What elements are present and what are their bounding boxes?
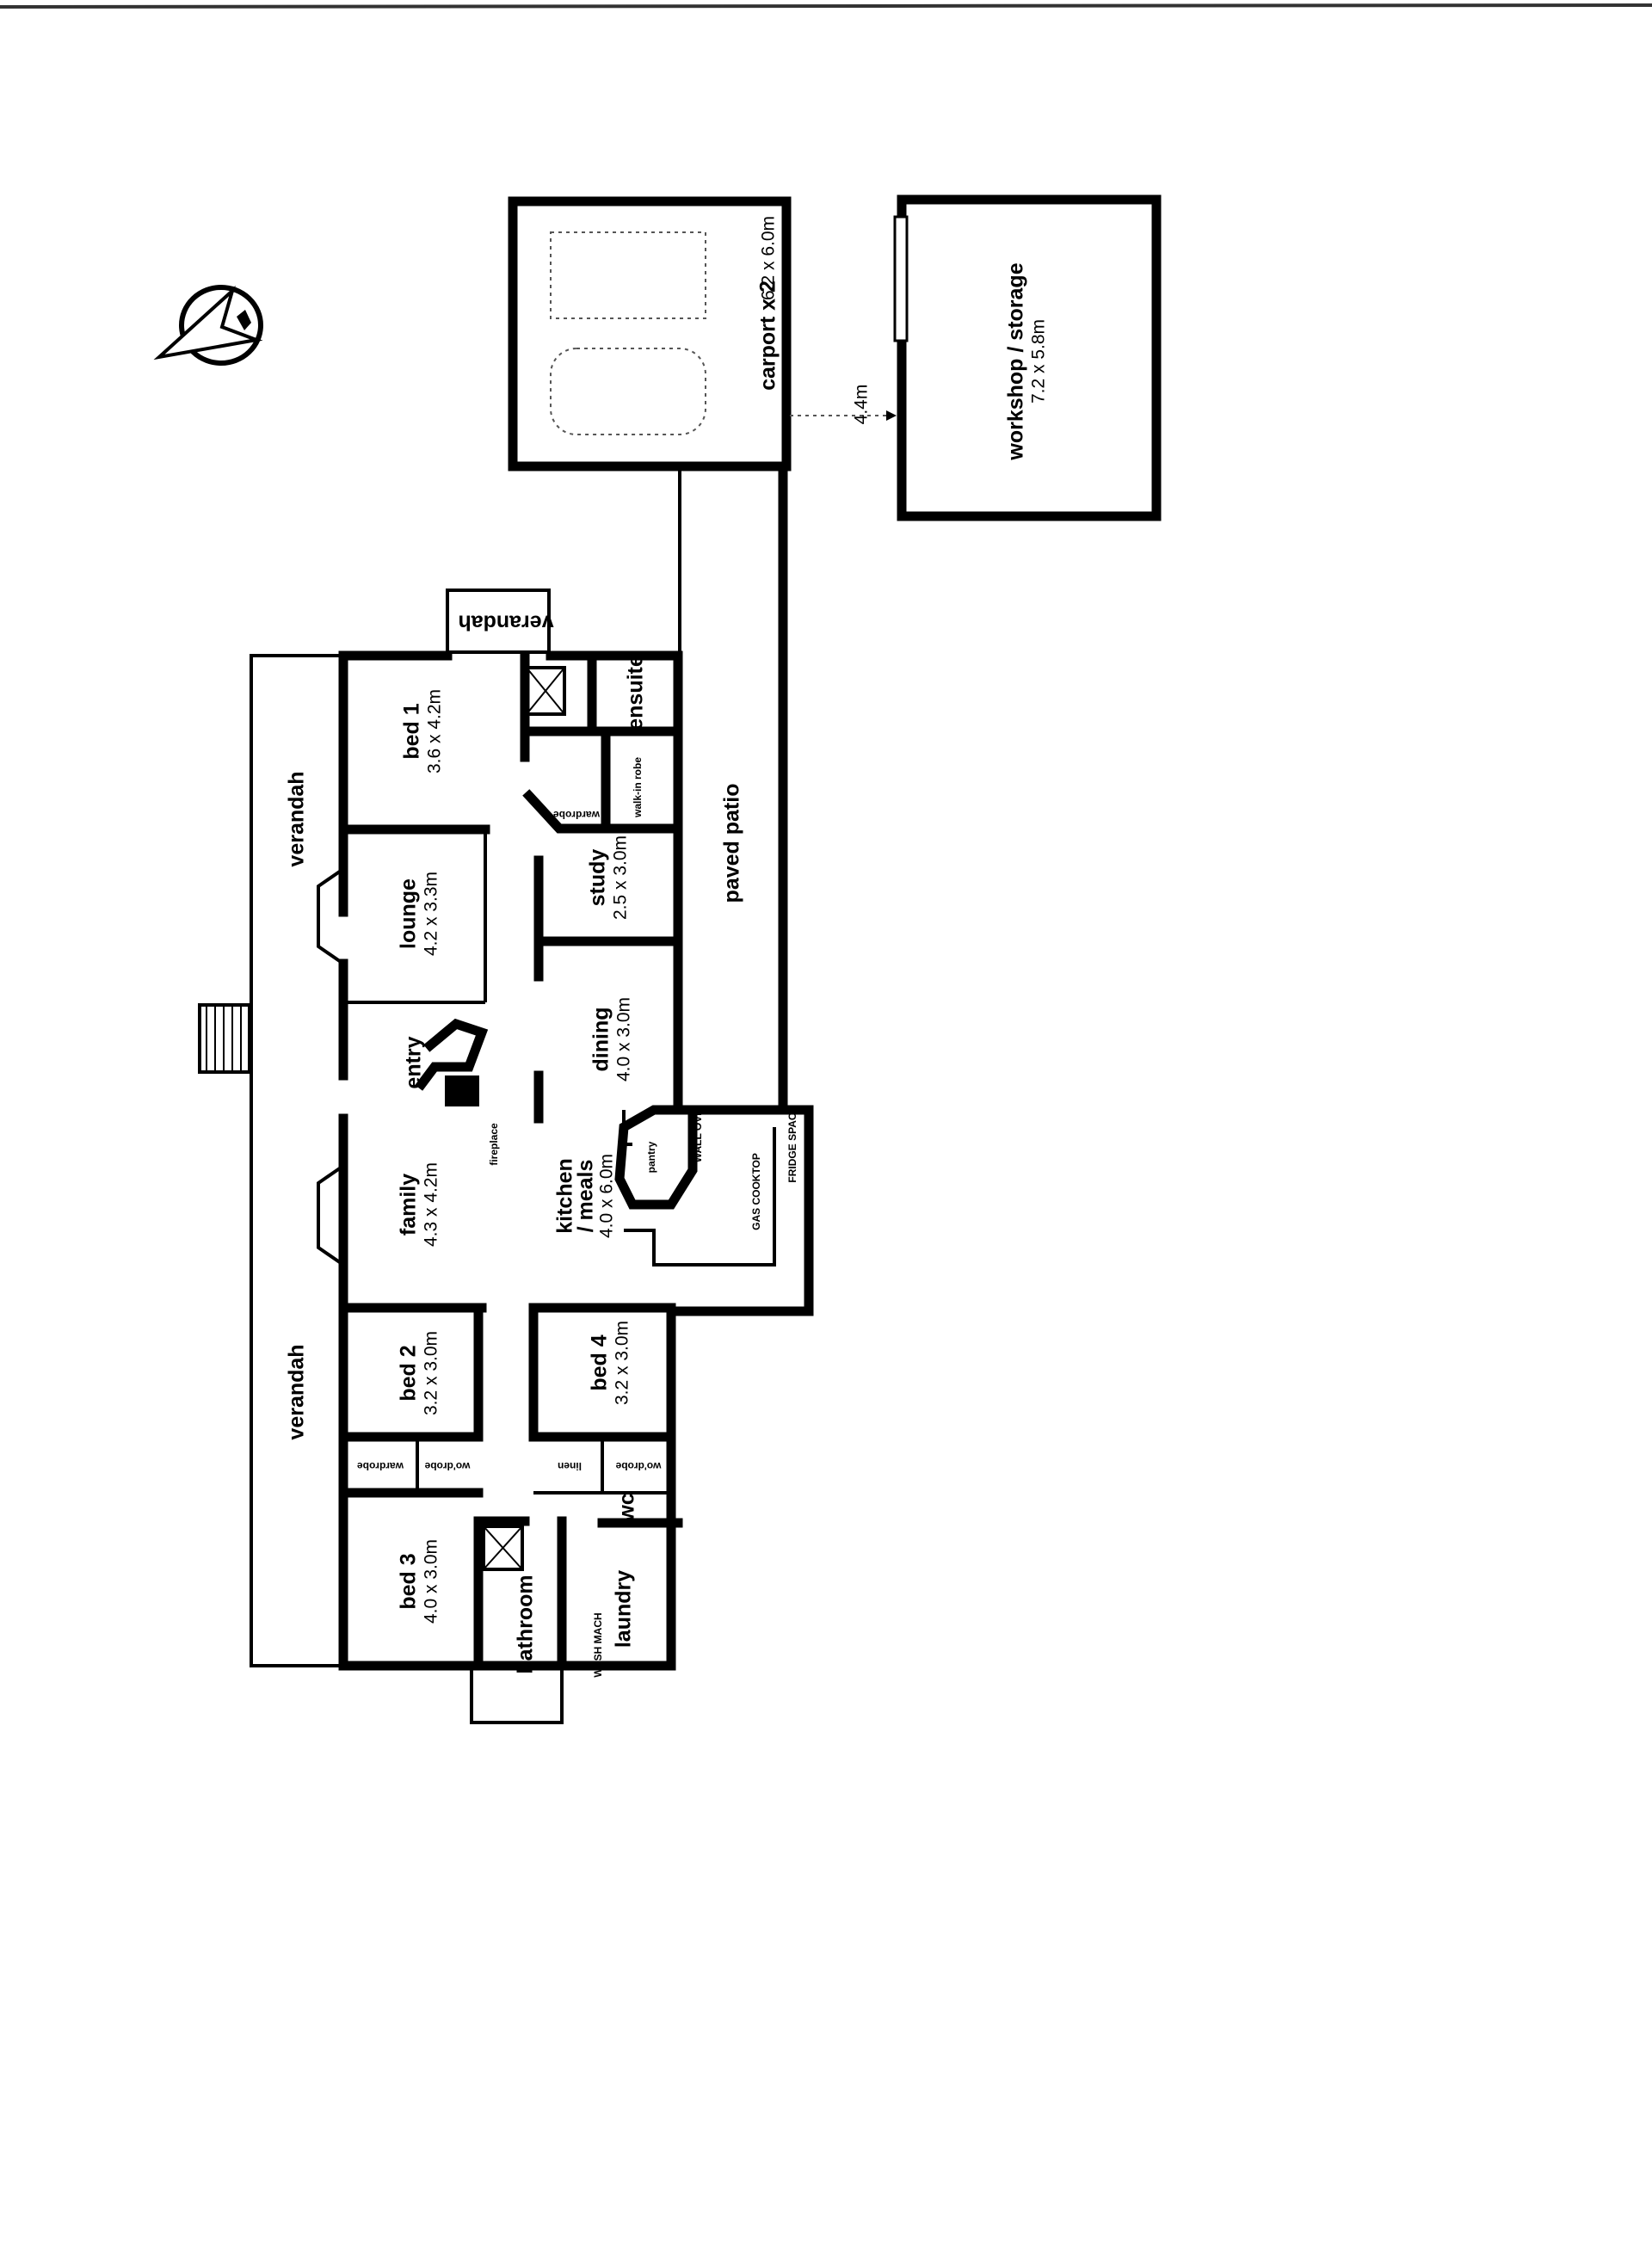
entry-label: entry <box>402 1036 426 1088</box>
lounge-label: lounge <box>397 878 421 949</box>
wall-oven-label: WALL OVN. <box>692 1106 704 1162</box>
bed1-wardrobe-label: wardrobe <box>553 809 601 821</box>
family-dims: 4.3 x 4.2m <box>422 1162 441 1247</box>
room-labels: bed 1 3.6 x 4.2m ensuite walk-in robe wa… <box>357 655 799 1678</box>
verandah-label-2: verandah <box>285 1344 309 1439</box>
kitchen-label: kitchen <box>553 1158 577 1234</box>
dining-dims: 4.0 x 3.0m <box>614 997 634 1082</box>
lounge-dims: 4.2 x 3.3m <box>422 872 441 956</box>
pantry-walls <box>614 1105 698 1210</box>
family-label: family <box>397 1174 421 1236</box>
walk-in-robe-label: walk-in robe <box>632 757 644 818</box>
ensuite-shower-icon <box>525 666 566 716</box>
rear-step <box>470 1664 564 1724</box>
fireplace-icon <box>445 1075 479 1106</box>
wc-label: wc <box>615 1493 639 1522</box>
shower-icon <box>482 1525 524 1571</box>
rear-verandah-label: verandah <box>458 610 553 634</box>
workshop-dims: 7.2 x 5.8m <box>1029 319 1049 404</box>
north-arrow-icon <box>153 285 263 366</box>
ensuite-label: ensuite <box>624 655 648 730</box>
bed3-label: bed 3 <box>397 1553 421 1609</box>
separation-label: 4.4m <box>852 385 872 425</box>
workshop-label: workshop / storage <box>1004 262 1028 460</box>
study-label: study <box>586 849 610 907</box>
kitchen-dims: 4.0 x 6.0m <box>597 1154 617 1238</box>
bed3-dims: 4.0 x 3.0m <box>422 1539 441 1624</box>
car-outline-icon <box>550 231 706 319</box>
study-dims: 2.5 x 3.0m <box>611 835 631 920</box>
bed1-label: bed 1 <box>400 703 424 759</box>
rear-verandah: verandah <box>446 589 554 654</box>
bed4-wardrobe-label: wo'drobe <box>615 1460 662 1472</box>
bed2-wardrobe-label: wardrobe <box>357 1460 404 1472</box>
meals-label: / meals <box>574 1160 598 1233</box>
workshop-door <box>893 215 909 342</box>
bathroom-label: bathroom <box>514 1575 538 1673</box>
workshop: workshop / storage 7.2 x 5.8m <box>893 194 1162 521</box>
laundry-label: laundry <box>612 1570 636 1648</box>
house-walls <box>317 650 814 1724</box>
pantry-label: pantry <box>645 1141 657 1173</box>
car-icon <box>550 348 706 435</box>
bed1-dims: 3.6 x 4.2m <box>425 689 445 773</box>
bed4-label: bed 4 <box>588 1334 612 1390</box>
bed4-dims: 3.2 x 3.0m <box>613 1321 632 1405</box>
paved-patio-label: paved patio <box>720 784 744 903</box>
linen-label: linen <box>558 1460 582 1472</box>
wash-machine-label: WASH MACH <box>592 1612 604 1677</box>
bed2-wardrobe-label-2: wo'drobe <box>424 1460 471 1472</box>
fireplace-label: fireplace <box>488 1123 500 1166</box>
scan-edge <box>0 3 1652 9</box>
gas-cooktop-label: GAS COOKTOP <box>750 1153 762 1230</box>
front-verandah: verandah verandah <box>198 654 343 1667</box>
bed2-dims: 3.2 x 3.0m <box>422 1331 441 1415</box>
dining-label: dining <box>589 1008 613 1072</box>
bed2-label: bed 2 <box>397 1345 421 1401</box>
verandah-label: verandah <box>285 771 309 866</box>
carport-dims: 6.2 x 6.0m <box>759 216 779 300</box>
separation-dimension: 4.4m <box>790 385 897 425</box>
carport: carport x 2 6.2 x 6.0m <box>508 196 792 471</box>
carport-label: carport x 2 <box>756 280 780 391</box>
fridge-space-label: FRIDGE SPACE <box>786 1106 798 1182</box>
